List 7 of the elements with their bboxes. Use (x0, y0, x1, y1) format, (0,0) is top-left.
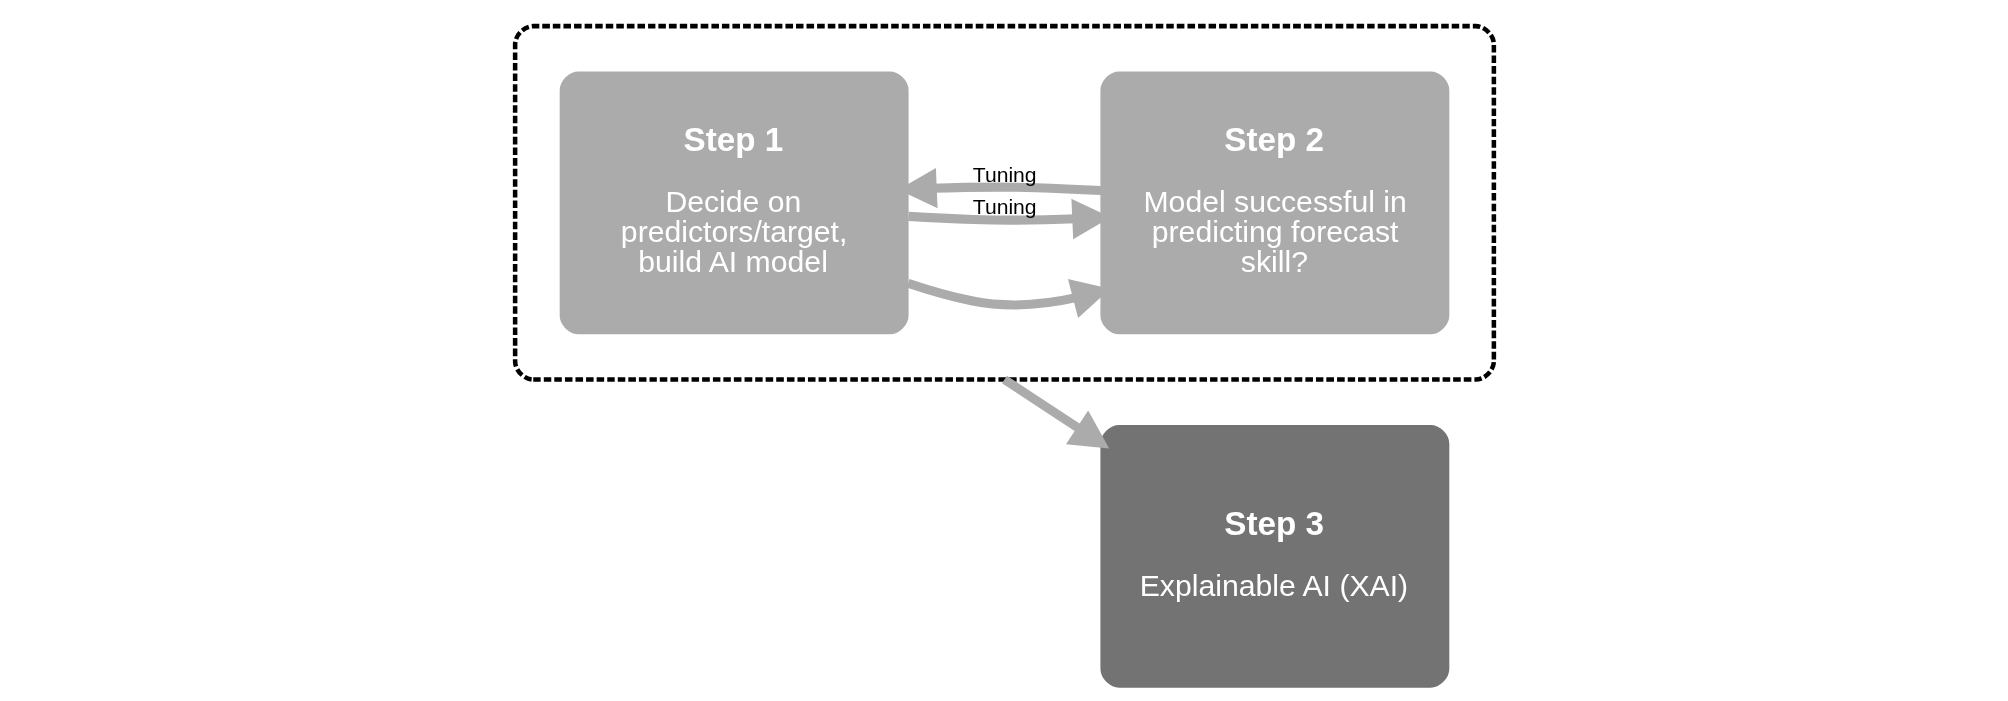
edge-label: Tuning (972, 163, 1037, 187)
node-box: Step 2 Model successful in predicting forecast skill? (1099, 71, 1449, 335)
arrow (1001, 375, 1109, 449)
node-box: Step 1 Decide on predictors/target, build AI model (559, 71, 909, 335)
cluster (512, 23, 1496, 382)
edge-label: Tuning (972, 194, 1037, 218)
node-box: Step 3 Explainable AI (XAI) (1099, 424, 1449, 688)
